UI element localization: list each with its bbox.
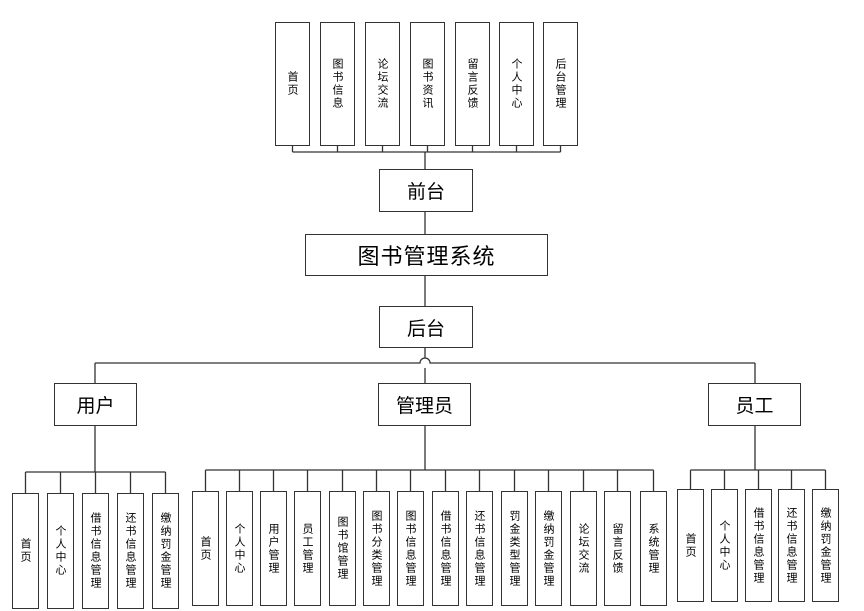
root-label: 图书管理系统	[357, 245, 496, 270]
backend-box: 后台	[379, 306, 473, 348]
user-item: 还书信息管理	[117, 493, 144, 609]
frontend-item-label: 论坛交流	[376, 58, 389, 110]
user-item: 首页	[12, 493, 39, 609]
role-user-box: 用户	[54, 383, 137, 426]
admin-item-label: 罚金类型管理	[508, 509, 521, 588]
connector-line	[95, 357, 755, 364]
user-item: 个人中心	[47, 493, 74, 609]
frontend-item-label: 图书信息	[331, 58, 344, 110]
user-item-label: 个人中心	[54, 525, 67, 577]
role-admin-label: 管理员	[395, 395, 453, 417]
admin-item: 还书信息管理	[466, 491, 493, 606]
staff-item: 还书信息管理	[778, 489, 805, 602]
admin-item: 图书馆管理	[329, 491, 356, 606]
staff-item-label: 个人中心	[718, 519, 731, 572]
admin-item: 首页	[192, 491, 219, 606]
admin-item-label: 首页	[199, 535, 212, 562]
user-item-label: 还书信息管理	[124, 512, 137, 590]
admin-item: 图书信息管理	[397, 491, 424, 606]
admin-item: 个人中心	[226, 491, 253, 606]
admin-item-label: 缴纳罚金管理	[542, 509, 555, 588]
frontend-item: 留言反馈	[455, 22, 490, 146]
staff-item: 首页	[677, 489, 704, 602]
admin-item-label: 留言反馈	[611, 522, 624, 575]
frontend-item: 首页	[275, 22, 310, 146]
admin-item: 用户管理	[260, 491, 287, 606]
staff-item-label: 还书信息管理	[785, 506, 798, 585]
role-staff-box: 员工	[708, 383, 801, 426]
staff-item: 个人中心	[711, 489, 738, 602]
frontend-item-label: 个人中心	[510, 58, 523, 110]
admin-item-label: 图书分类管理	[370, 509, 383, 588]
staff-item-label: 借书信息管理	[752, 506, 765, 585]
frontend-item: 后台管理	[543, 22, 578, 146]
admin-item: 论坛交流	[570, 491, 597, 606]
staff-item: 借书信息管理	[745, 489, 772, 602]
frontend-item: 个人中心	[499, 22, 534, 146]
frontend-item-label: 图书资讯	[421, 58, 434, 110]
role-admin-box: 管理员	[378, 383, 471, 426]
admin-item: 借书信息管理	[432, 491, 459, 606]
admin-item: 罚金类型管理	[501, 491, 528, 606]
user-item-label: 缴纳罚金管理	[159, 512, 172, 590]
admin-item: 系统管理	[640, 491, 667, 606]
user-item-label: 借书信息管理	[89, 512, 102, 590]
admin-item: 留言反馈	[604, 491, 631, 606]
admin-item-label: 个人中心	[233, 522, 246, 575]
user-item: 缴纳罚金管理	[152, 493, 179, 609]
staff-item-label: 首页	[684, 532, 697, 559]
frontend-item: 图书资讯	[410, 22, 445, 146]
admin-item: 图书分类管理	[363, 491, 390, 606]
admin-item-label: 借书信息管理	[439, 509, 452, 588]
frontend-item: 图书信息	[320, 22, 355, 146]
root-box: 图书管理系统	[305, 234, 548, 276]
frontend-item-label: 首页	[286, 71, 299, 97]
admin-item-label: 系统管理	[647, 522, 660, 575]
admin-item-label: 还书信息管理	[473, 509, 486, 588]
frontend-item-label: 后台管理	[554, 58, 567, 110]
admin-item-label: 员工管理	[301, 522, 314, 575]
user-item: 借书信息管理	[82, 493, 109, 609]
admin-item: 缴纳罚金管理	[535, 491, 562, 606]
role-user-label: 用户	[76, 395, 115, 417]
backend-label: 后台	[406, 317, 445, 340]
user-item-label: 首页	[19, 538, 32, 564]
frontend-item: 论坛交流	[365, 22, 400, 146]
frontend-box: 前台	[379, 169, 473, 212]
role-staff-label: 员工	[735, 395, 774, 417]
staff-item-label: 缴纳罚金管理	[819, 506, 832, 585]
admin-item: 员工管理	[294, 491, 321, 606]
admin-item-label: 用户管理	[267, 522, 280, 575]
admin-item-label: 图书信息管理	[404, 509, 417, 588]
admin-item-label: 论坛交流	[577, 522, 590, 575]
frontend-item-label: 留言反馈	[466, 58, 479, 110]
frontend-label: 前台	[406, 181, 445, 203]
admin-item-label: 图书馆管理	[336, 516, 349, 581]
staff-item: 缴纳罚金管理	[812, 489, 839, 602]
